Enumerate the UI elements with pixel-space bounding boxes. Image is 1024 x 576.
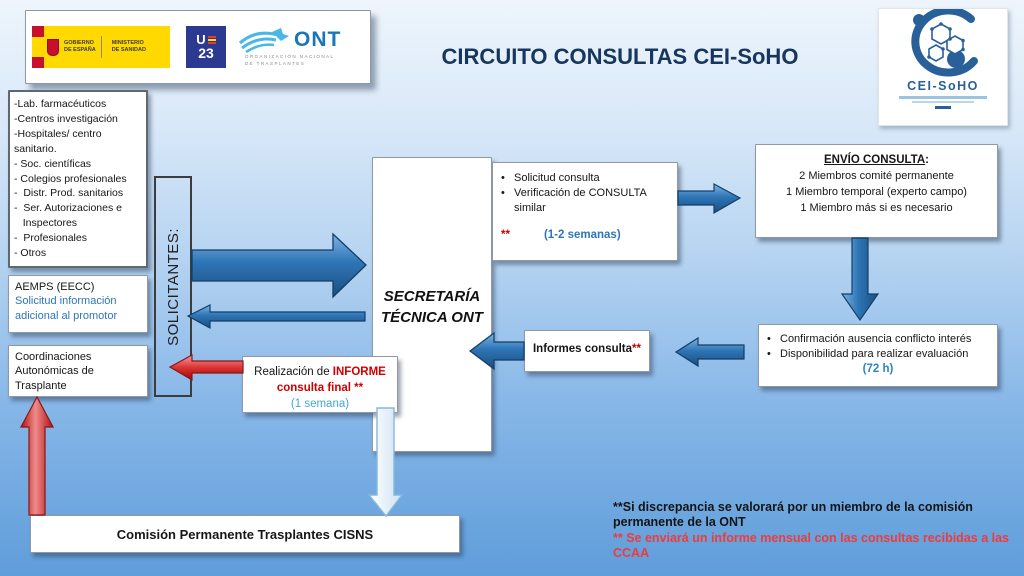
- ministerio-line2: DE SANIDAD: [111, 47, 146, 53]
- arrow-comision-to-coordinaciones: [20, 395, 54, 516]
- gobierno-logo: GOBIERNO DE ESPAÑA MINISTERIO DE SANIDAD: [32, 26, 170, 68]
- cei-name: CEI-SoHO: [907, 79, 979, 93]
- page-title: CIRCUITO CONSULTAS CEI-SoHO: [441, 44, 799, 69]
- ont-logo: ONT ORGANIZACIÓN NACIONAL DE TRASPLANTES: [238, 27, 341, 68]
- ministerio-text: MINISTERIO DE SANIDAD: [112, 40, 146, 54]
- spain-crest-icon: [47, 38, 59, 56]
- ue23-u: U: [196, 32, 206, 48]
- secretaria-text: SECRETARÍA TÉCNICA ONT: [373, 286, 491, 328]
- list-line: - Soc. científicas: [14, 157, 92, 170]
- arrow-solicitantes-to-secretaria: [191, 232, 367, 299]
- ont-subtitle-line1: ORGANIZACIÓN NACIONAL: [244, 53, 335, 59]
- cei-mark: [935, 106, 951, 109]
- confirmacion-box: • Confirmación ausencia conflicto interé…: [758, 324, 998, 387]
- realizacion-prefix: Realización de: [254, 366, 333, 378]
- solicitud-duration-row: ** (1-2 semanas): [501, 228, 669, 244]
- footnotes: **Si discrepancia se valorará por un mie…: [613, 500, 1015, 561]
- ont-name: ONT: [294, 27, 342, 51]
- arrow-confirmacion-to-informes: [674, 336, 745, 368]
- gobierno-line2: DE ESPAÑA: [64, 47, 96, 53]
- asterisks: **: [501, 228, 510, 241]
- asterisks: **: [632, 343, 641, 355]
- footnote-black: **Si discrepancia se valorará por un mie…: [613, 500, 973, 530]
- informes-consulta-box: Informes consulta**: [524, 330, 650, 372]
- arrow-envio-to-confirmacion: [840, 237, 880, 322]
- logo-bar: GOBIERNO DE ESPAÑA MINISTERIO DE SANIDAD…: [25, 10, 371, 84]
- list-line: - Otros: [14, 247, 47, 260]
- comision-permanente-box: Comisión Permanente Trasplantes CISNS: [30, 515, 460, 553]
- coordinaciones-box: Coordinaciones Autonómicas de Trasplante: [8, 345, 148, 397]
- solicitantes-label: SOLICITANTES:: [164, 227, 182, 346]
- list-line: - Profesionales: [14, 232, 87, 245]
- aemps-title: AEMPS (EECC): [15, 281, 95, 293]
- aemps-box: AEMPS (EECC) Solicitud información adici…: [8, 275, 148, 333]
- envio-consulta-box: ENVÍO CONSULTA: 2 Miembros comité perman…: [755, 144, 998, 238]
- duration-1-2-semanas: (1-2 semanas): [543, 228, 621, 241]
- list-line: -Lab. farmacéuticos: [14, 98, 107, 110]
- envio-title-text: ENVÍO CONSULTA: [823, 154, 926, 166]
- list-line: -Centros investigación: [14, 112, 118, 125]
- cei-subtext-bar: [899, 96, 987, 99]
- realizacion-line1: Realización de INFORME: [243, 364, 397, 380]
- ont-subtitle: ORGANIZACIÓN NACIONAL DE TRASPLANTES: [245, 54, 335, 68]
- bullet-icon: •: [767, 347, 771, 360]
- arrow-solicitud-to-envio: [677, 182, 742, 215]
- cei-swirl-icon: [911, 9, 978, 77]
- bullet-icon: •: [501, 186, 505, 199]
- list-line: - Ser. Autorizaciones e: [14, 202, 122, 215]
- confirmacion-bullet-2: Disponibilidad para realizar evaluación: [780, 347, 969, 360]
- cei-soho-logo: CEI-SoHO: [878, 8, 1008, 126]
- spain-flag-icon: [32, 26, 44, 68]
- secretaria-line2: TÉCNICA ONT: [381, 309, 483, 326]
- bullet-row: • Solicitud consulta: [501, 171, 669, 186]
- realizacion-line2: consulta final **: [276, 382, 364, 395]
- list-line: Inspectores: [14, 217, 78, 230]
- list-line: - Colegios profesionales: [14, 172, 127, 185]
- informes-text: Informes consulta: [532, 343, 633, 355]
- ministerio-line1: MINISTERIO: [111, 40, 144, 47]
- ue23-logo: U 23: [186, 26, 226, 68]
- bullet-icon: •: [501, 172, 505, 184]
- envio-title: ENVÍO CONSULTA:: [756, 152, 997, 169]
- cei-subtext-bar2: [912, 101, 974, 103]
- gobierno-line1: GOBIERNO: [64, 40, 94, 47]
- solicitud-bullet-2: Verificación de CONSULTA similar: [514, 186, 647, 214]
- envio-line3: 1 Miembro más si es necesario: [800, 201, 953, 214]
- confirmacion-bullet-1: Confirmación ausencia conflicto interés: [780, 333, 972, 345]
- ont-bird-icon: [238, 27, 289, 53]
- bullet-row: • Verificación de CONSULTA similar: [501, 186, 669, 216]
- duration-1-semana: (1 semana): [290, 398, 350, 411]
- solicitud-consulta-box: • Solicitud consulta • Verificación de C…: [492, 162, 678, 261]
- footnote-red: ** Se enviará un informe mensual con las…: [613, 530, 1009, 560]
- ue23-top-row: U: [196, 32, 216, 48]
- solicitantes-frame: SOLICITANTES:: [154, 176, 192, 397]
- envio-line1: 2 Miembros comité permanente: [799, 169, 954, 182]
- bullet-icon: •: [767, 333, 771, 345]
- bullet-row: • Disponibilidad para realizar evaluació…: [767, 347, 989, 362]
- list-line: sanitario.: [14, 142, 57, 155]
- solicitantes-list-box: -Lab. farmacéuticos -Centros investigaci…: [8, 90, 148, 268]
- ue23-number: 23: [198, 45, 214, 62]
- ue23-e-bars-icon: [207, 35, 216, 45]
- list-line: -Hospitales/ centro: [14, 127, 102, 140]
- arrow-secretaria-to-solicitantes: [186, 304, 366, 330]
- gobierno-text: GOBIERNO DE ESPAÑA: [64, 40, 96, 54]
- realizacion-informe: INFORME: [332, 366, 386, 378]
- ont-subtitle-line2: DE TRASPLANTES: [244, 60, 306, 66]
- secretaria-line1: SECRETARÍA: [383, 288, 481, 305]
- aemps-subtitle: Solicitud información adicional al promo…: [15, 295, 118, 322]
- envio-title-colon: :: [925, 154, 929, 166]
- envio-line2: 1 Miembro temporal (experto campo): [786, 185, 967, 198]
- duration-72h: (72 h): [862, 362, 894, 375]
- realizacion-informe-box: Realización de INFORME consulta final **…: [242, 356, 398, 413]
- list-line: - Distr. Prod. sanitarios: [14, 187, 124, 200]
- ont-row: ONT: [238, 27, 341, 53]
- bullet-row: • Confirmación ausencia conflicto interé…: [767, 332, 989, 347]
- divider: [100, 36, 102, 58]
- solicitud-bullet-1: Solicitud consulta: [514, 172, 600, 184]
